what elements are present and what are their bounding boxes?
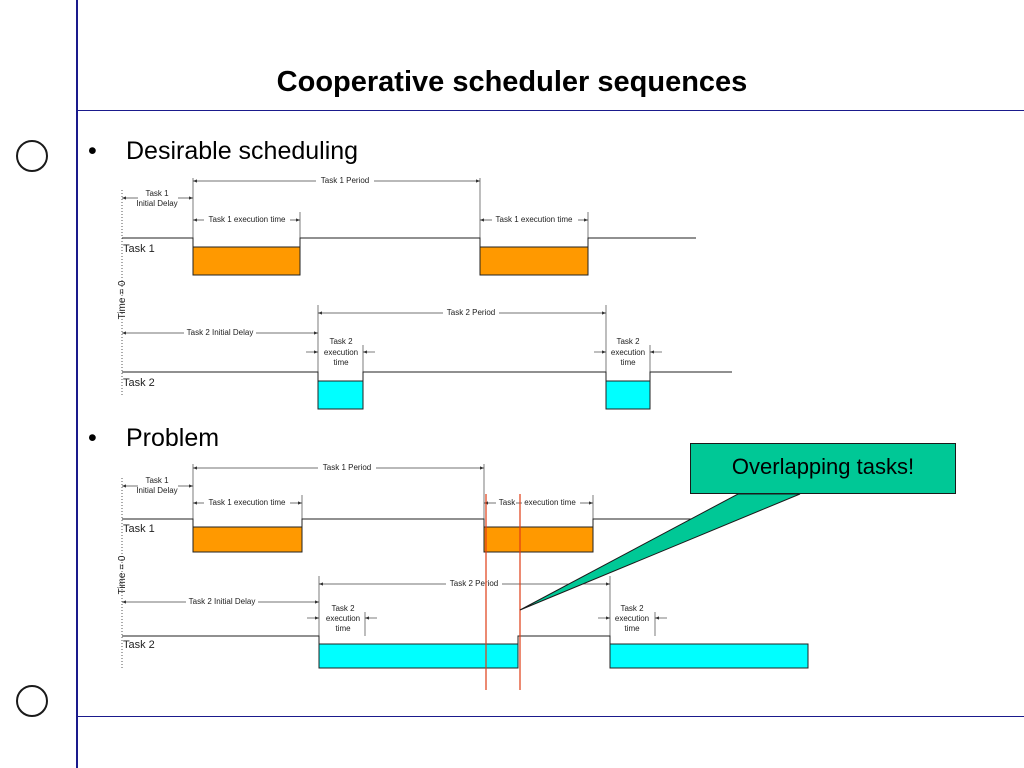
task2-exec-label-1c: time xyxy=(333,358,349,367)
problem-task2-exec-label-1c: time xyxy=(335,624,351,633)
task2-period-label: Task 2 Period xyxy=(447,308,495,317)
bullet-problem-text: Problem xyxy=(126,424,220,452)
problem-task2-execution-block-2 xyxy=(609,643,809,669)
desirable-diagram: Time = 0 Task 1 Period Task 1 Initial De… xyxy=(117,175,732,410)
task2-exec-label-1b: execution xyxy=(324,348,358,357)
callout-pointer xyxy=(519,493,801,611)
binder-hole-bottom-icon xyxy=(16,685,48,717)
bullet-marker: • xyxy=(88,424,97,452)
task1-initial-delay-line2: Initial Delay xyxy=(136,199,177,208)
task2-exec-label-2c: time xyxy=(620,358,636,367)
problem-diagram: Time = 0 Task 1 Period Task 1 Initial De… xyxy=(117,463,809,690)
problem-task1-execution-block-2 xyxy=(483,526,594,553)
problem-task2-period-label: Task 2 Period xyxy=(450,579,498,588)
task1-row-label: Task 1 xyxy=(123,243,155,255)
problem-task1-exec-label-2a: Task xyxy=(499,498,516,507)
bullet-problem: • Problem xyxy=(88,424,219,453)
problem-task2-exec-label-1b: execution xyxy=(326,614,360,623)
problem-task2-row-label: Task 2 xyxy=(123,639,155,651)
problem-task2-execution-block-1 xyxy=(318,643,519,669)
time-zero-label-1: Time = 0 xyxy=(117,280,128,319)
task2-execution-block-1 xyxy=(317,380,364,410)
task2-initial-delay-label: Task 2 Initial Delay xyxy=(187,328,254,337)
task2-exec-label-2a: Task 2 xyxy=(616,337,640,346)
task2-row-label: Task 2 xyxy=(123,377,155,389)
problem-task1-initial-delay-line2: Initial Delay xyxy=(136,486,177,495)
bullet-desirable-text: Desirable scheduling xyxy=(126,137,359,165)
problem-task2-exec-label-2c: time xyxy=(624,624,640,633)
task2-exec-label-1a: Task 2 xyxy=(329,337,353,346)
task1-exec-label-1: Task 1 execution time xyxy=(209,215,286,224)
task1-initial-delay-line1: Task 1 xyxy=(145,189,169,198)
problem-task2-exec-label-1a: Task 2 xyxy=(331,604,355,613)
problem-task2-exec-label-2b: execution xyxy=(615,614,649,623)
problem-task1-period-label: Task 1 Period xyxy=(323,463,371,472)
task2-exec-label-2b: execution xyxy=(611,348,645,357)
bullet-desirable: • Desirable scheduling xyxy=(88,137,358,166)
task1-period-label: Task 1 Period xyxy=(321,176,369,185)
problem-task2-initial-delay-label: Task 2 Initial Delay xyxy=(189,597,256,606)
problem-task1-initial-delay-line1: Task 1 xyxy=(145,476,169,485)
problem-task1-exec-label-1: Task 1 execution time xyxy=(209,498,286,507)
task2-execution-block-2 xyxy=(605,380,651,410)
problem-task1-row-label: Task 1 xyxy=(123,523,155,535)
overlapping-tasks-callout: Overlapping tasks! xyxy=(690,443,956,494)
problem-task1-exec-label-2b: execution time xyxy=(524,498,576,507)
problem-task2-exec-label-2a: Task 2 xyxy=(620,604,644,613)
title-divider-line xyxy=(78,110,1024,111)
slide-title: Cooperative scheduler sequences xyxy=(276,66,748,98)
task1-exec-label-2: Task 1 execution time xyxy=(496,215,573,224)
task1-execution-block-2 xyxy=(479,246,589,276)
bullet-marker: • xyxy=(88,137,97,165)
left-border-line xyxy=(76,0,78,768)
footer-divider-line xyxy=(78,716,1024,717)
binder-hole-top-icon xyxy=(16,140,48,172)
problem-task1-execution-block-1 xyxy=(192,526,303,553)
time-zero-label-2: Time = 0 xyxy=(117,555,128,594)
task1-execution-block-1 xyxy=(192,246,301,276)
